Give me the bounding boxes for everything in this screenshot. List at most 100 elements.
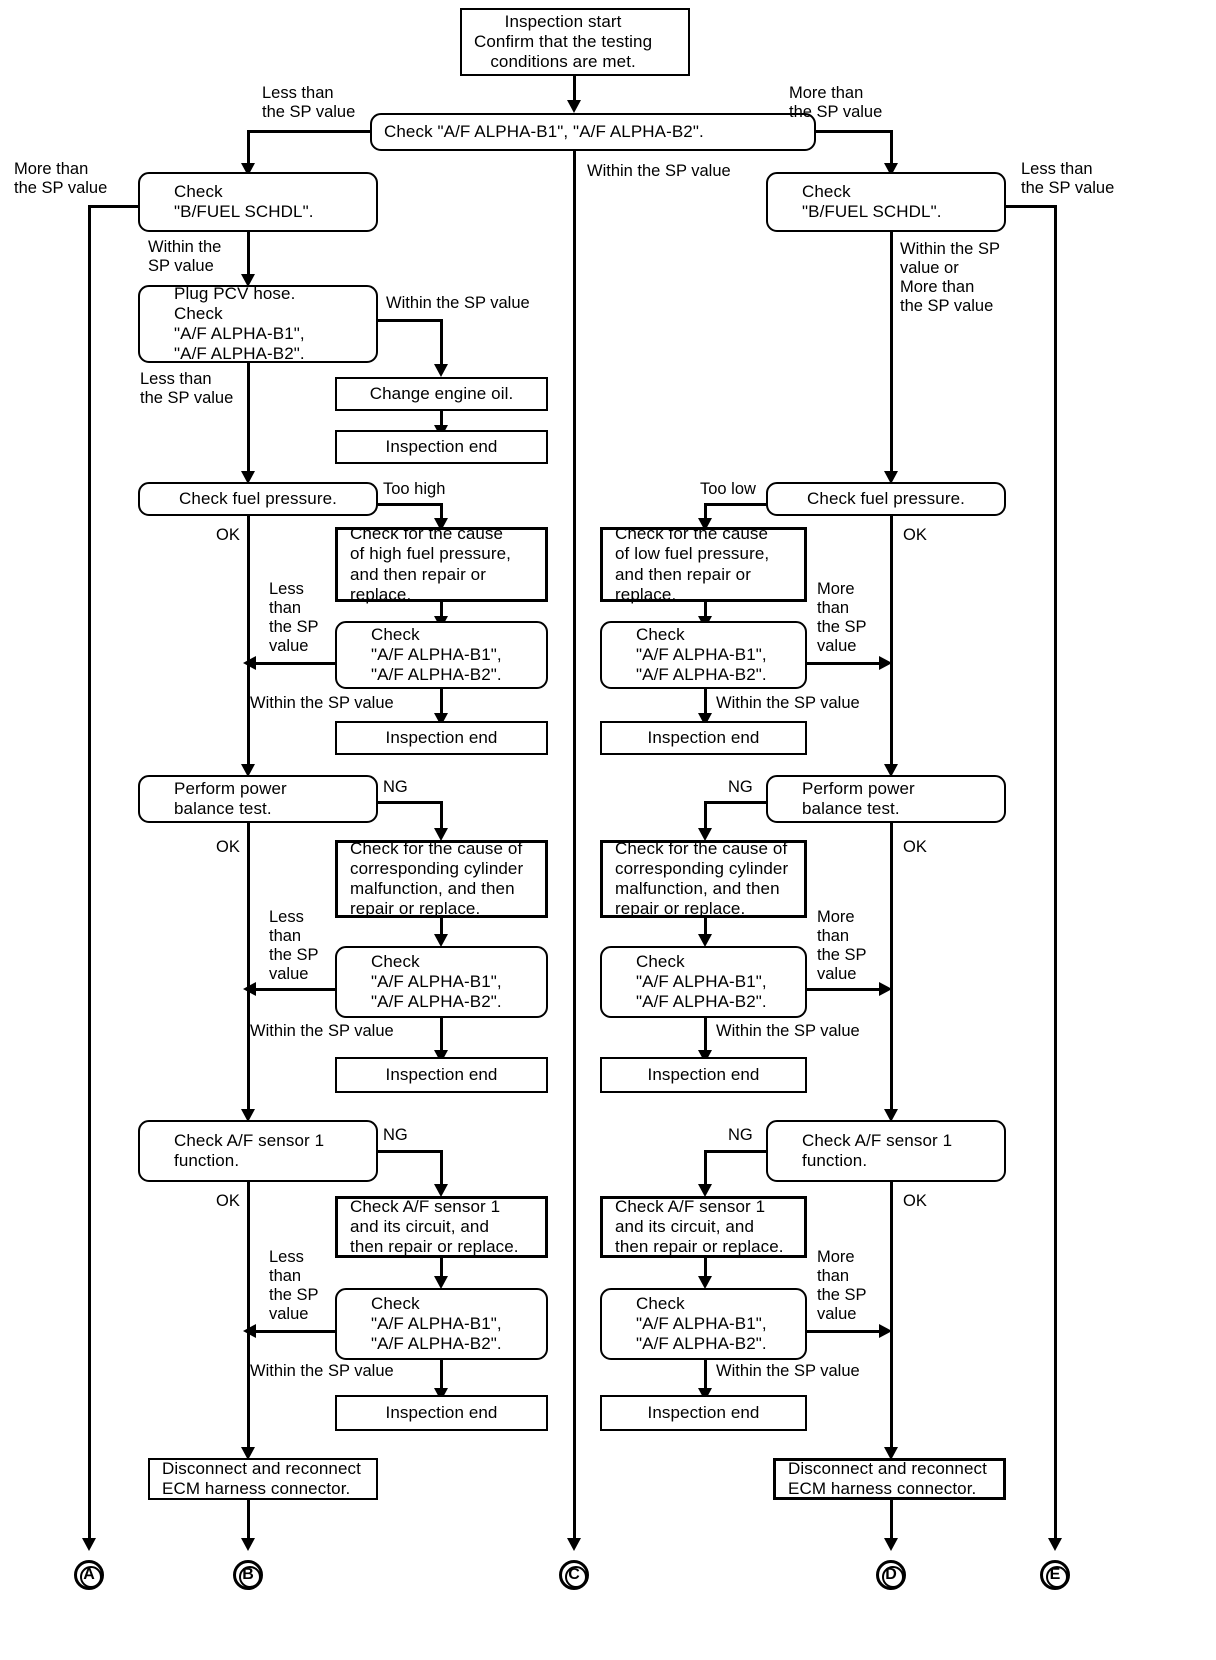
edge-toolow-v [704, 503, 707, 522]
terminal-a-ring [80, 1566, 102, 1588]
arrow-right-to-ecm [884, 1447, 898, 1460]
label-within-sp-r3: Within the SP value [716, 1362, 860, 1380]
node-af-circuit-left: Check A/F sensor 1 and its circuit, and … [335, 1196, 548, 1258]
arrow-ngl2 [434, 1184, 448, 1197]
label-within-sp-l1: Within the SP value [250, 694, 394, 712]
node-cause-low-pressure: Check for the cause of low fuel pressure… [600, 524, 807, 604]
edge-ngl1-v [440, 801, 443, 832]
node-af-sensor-left: Check A/F sensor 1 function. [138, 1120, 378, 1182]
node-ecm-left: Disconnect and reconnect ECM harness con… [148, 1458, 378, 1500]
edge-pcv-right-v [440, 319, 443, 368]
edge-pcv-to-fuelpress [247, 363, 250, 475]
terminal-b-ring [239, 1566, 261, 1588]
arrow-bfuelr-to-fuelpress [884, 471, 898, 484]
label-ok-r3: OK [903, 1192, 927, 1210]
arrow-left-to-ecm [241, 1447, 255, 1460]
arrow-alphar3-back [879, 1324, 892, 1338]
arrow-alphal2-back [243, 982, 256, 996]
label-ng-l2: NG [383, 1126, 408, 1144]
edge-alphar1-back-h [807, 662, 887, 665]
terminal-a: A [74, 1560, 104, 1590]
node-inspection-end-7: Inspection end [600, 1395, 807, 1431]
node-check-alpha-r3: Check "A/F ALPHA-B1", "A/F ALPHA-B2". [600, 1288, 807, 1360]
edge-ngr1-h [704, 801, 768, 804]
label-within-sp-pcv: Within the SP value [386, 294, 530, 312]
edge-alphal1-to-end2 [440, 689, 443, 719]
label-more-narrow-r3: More than the SP value [817, 1248, 867, 1324]
node-change-oil: Change engine oil. [335, 377, 548, 411]
arrow-ngr2 [698, 1184, 712, 1197]
edge-far-left-h [88, 205, 140, 208]
edge-cylright-to-alpha [704, 918, 707, 938]
edge-ecmright-to-d [890, 1500, 893, 1543]
node-inspection-end-1: Inspection end [335, 430, 548, 464]
edge-alphal2-back-h [255, 988, 335, 991]
edge-afcircl-to-alpha [440, 1258, 443, 1280]
label-within-right-multi: Within the SP value or More than the SP … [900, 240, 1000, 316]
edge-top-left-h [247, 130, 372, 133]
node-check-alpha-top: Check "A/F ALPHA-B1", "A/F ALPHA-B2". [370, 113, 816, 151]
label-within-sp-r1: Within the SP value [716, 694, 860, 712]
edge-alphal1-back-h [255, 662, 335, 665]
edge-ecmleft-to-b [247, 1500, 250, 1543]
arrow-pcv-to-oil [434, 364, 448, 377]
label-ng-l1: NG [383, 778, 408, 796]
edge-alphar3-to-end7 [704, 1360, 707, 1392]
edge-bfuel-to-pcv [247, 232, 250, 278]
node-ecm-right: Disconnect and reconnect ECM harness con… [773, 1458, 1006, 1500]
label-within-mid: Within the SP value [587, 162, 731, 180]
label-less-narrow-l1: Less than the SP value [269, 580, 319, 656]
label-more-top-right: More than the SP value [789, 84, 883, 122]
node-bfuel-right: Check "B/FUEL SCHDL". [766, 172, 1006, 232]
node-fuel-pressure-right: Check fuel pressure. [766, 482, 1006, 516]
node-af-sensor-right: Check A/F sensor 1 function. [766, 1120, 1006, 1182]
edge-alphal3-to-end6 [440, 1360, 443, 1392]
node-cylinder-malfunction-right: Check for the cause of corresponding cyl… [600, 839, 807, 918]
edge-alphar2-to-end5 [704, 1018, 707, 1054]
arrow-far-right-to-e [1048, 1538, 1062, 1551]
node-check-alpha-l2: Check "A/F ALPHA-B1", "A/F ALPHA-B2". [335, 946, 548, 1018]
arrow-afcircl-to-alpha [434, 1276, 448, 1289]
node-check-alpha-l1: Check "A/F ALPHA-B1", "A/F ALPHA-B2". [335, 621, 548, 689]
node-inspection-end-2: Inspection end [335, 721, 548, 755]
edge-right-main-3 [890, 1182, 893, 1451]
label-too-low: Too low [700, 480, 756, 498]
label-less-narrow-l2: Less than the SP value [269, 908, 319, 984]
arrow-alphal3-back [243, 1324, 256, 1338]
arrow-ecmright-to-d [884, 1538, 898, 1551]
arrow-left-to-powerbal [241, 764, 255, 777]
edge-left-main-2 [247, 823, 250, 1113]
edge-right-main-2 [890, 823, 893, 1113]
edge-ngl2-h [378, 1150, 442, 1153]
arrow-alphar1-back [879, 656, 892, 670]
label-ok-l2: OK [216, 838, 240, 856]
edge-alphal2-to-end4 [440, 1018, 443, 1054]
edge-cylleft-to-alpha [440, 918, 443, 938]
arrow-cylright-to-alpha [698, 934, 712, 947]
arrow-alphal1-back [243, 656, 256, 670]
label-within-sp-r2: Within the SP value [716, 1022, 860, 1040]
edge-causehigh-to-alpha [440, 602, 443, 620]
node-inspection-end-4: Inspection end [335, 1057, 548, 1093]
edge-top-right-h [814, 130, 892, 133]
edge-oil-to-end1 [440, 411, 443, 429]
arrow-ngr1 [698, 828, 712, 841]
edge-alphal3-back-h [255, 1330, 335, 1333]
edge-afcircr-to-alpha [704, 1258, 707, 1280]
edge-top-left-v [247, 130, 250, 167]
edge-pcv-right-h [378, 319, 442, 322]
terminal-b: B [233, 1560, 263, 1590]
edge-far-right-h [1004, 205, 1056, 208]
node-fuel-pressure-left: Check fuel pressure. [138, 482, 378, 516]
edge-bfuelr-to-fuelpress [890, 232, 893, 477]
arrow-middle-to-c [567, 1538, 581, 1551]
edge-alphar3-back-h [807, 1330, 887, 1333]
arrow-ecmleft-to-b [241, 1538, 255, 1551]
edge-toohigh-v [440, 503, 443, 522]
arrow-alphar2-back [879, 982, 892, 996]
arrow-right-to-afsensor [884, 1109, 898, 1122]
edge-top-right-v [890, 130, 893, 167]
label-ok-l3: OK [216, 1192, 240, 1210]
node-inspection-end-3: Inspection end [600, 721, 807, 755]
